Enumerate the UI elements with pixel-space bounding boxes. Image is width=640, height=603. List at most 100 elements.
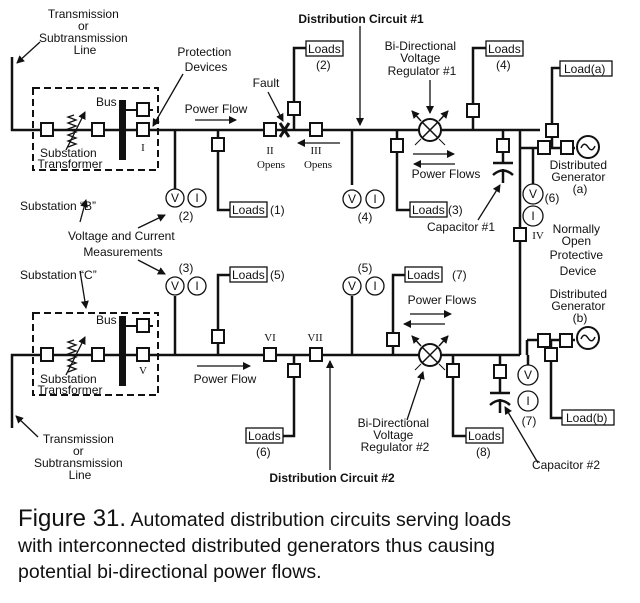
capacitor-2-label: Capacitor #2 <box>532 458 600 472</box>
loads-1-num: (1) <box>270 203 285 217</box>
fault-icon <box>278 122 291 138</box>
transmission-line-bottom-label: Transmission or Subtransmission Line <box>34 432 126 482</box>
device-VI-label: VI <box>264 332 276 344</box>
breaker-VII[interactable] <box>309 347 323 362</box>
bus-b <box>119 100 126 160</box>
breaker-b-xfmr[interactable] <box>91 122 105 137</box>
substation-b-label: Substation “B” <box>20 199 96 213</box>
switch-capacitor-2[interactable] <box>493 364 507 379</box>
loads-2-feeder <box>292 46 306 130</box>
transmission-line-c <box>10 353 520 428</box>
breaker-b-bus[interactable] <box>136 102 150 117</box>
figure-caption: Figure 31. Automated distribution circui… <box>18 506 628 586</box>
dg-b-label: Distributed Generator (b) <box>550 287 611 325</box>
loads-7-label: Loads <box>407 268 440 282</box>
loads-3-num: (3) <box>448 203 463 217</box>
opens-II-label: Opens <box>257 159 285 171</box>
breaker-II[interactable] <box>263 122 277 137</box>
loads-5-feeder <box>216 273 230 355</box>
fault-label: Fault <box>253 76 280 90</box>
normally-open-label: Normally Open Protective Device <box>550 222 607 278</box>
breaker-VI[interactable] <box>263 347 277 362</box>
loads-7-feeder <box>391 273 405 355</box>
device-VII-label: VII <box>307 332 323 344</box>
distribution-circuit-1-label: Distribution Circuit #1 <box>298 12 424 26</box>
switch-loads-3[interactable] <box>390 138 404 153</box>
loads-5-label: Loads <box>232 268 265 282</box>
loads-3-feeder <box>395 130 410 212</box>
breaker-b-in[interactable] <box>40 122 54 137</box>
loads-6-num: (6) <box>256 445 271 459</box>
capacitor-1-label: Capacitor #1 <box>427 220 495 234</box>
switch-loads-1[interactable] <box>211 137 225 152</box>
breaker-III[interactable] <box>309 122 323 137</box>
generator-b-icon[interactable] <box>576 326 600 350</box>
meter-4-v: V <box>348 192 356 206</box>
meter-3-i: I <box>195 279 198 293</box>
breaker-c-xfmr[interactable] <box>91 347 105 362</box>
meter-7-num: (7) <box>522 414 537 428</box>
switch-dg-b-2[interactable] <box>559 333 573 348</box>
switch-load-a[interactable] <box>545 123 559 138</box>
breaker-c-bus[interactable] <box>136 318 150 333</box>
breaker-c-in[interactable] <box>40 347 54 362</box>
loads-8-label: Loads <box>468 429 501 443</box>
figure-number: Figure 31. <box>18 505 127 532</box>
opens-III-label: Opens <box>304 159 332 171</box>
meter-3-v: V <box>171 279 179 293</box>
loads-6-feeder <box>282 355 296 438</box>
switch-loads-2[interactable] <box>287 101 301 116</box>
regulator-2-label: Bi-Directional Voltage Regulator #2 <box>358 416 433 454</box>
generator-a-icon[interactable] <box>576 135 600 159</box>
device-I-label: I <box>141 142 145 154</box>
meter-6-i: I <box>531 209 534 223</box>
breaker-I[interactable] <box>136 122 150 137</box>
loads-6-label: Loads <box>248 429 281 443</box>
switch-capacitor-1[interactable] <box>496 138 510 153</box>
switch-dg-b-1[interactable] <box>537 333 551 348</box>
substation-c-box <box>32 312 159 396</box>
meter-5-i: I <box>373 279 376 293</box>
switch-loads-5[interactable] <box>211 329 225 344</box>
voltage-regulator-2-icon <box>411 335 449 371</box>
switch-load-b[interactable] <box>544 347 558 362</box>
loads-5-num: (5) <box>270 268 285 282</box>
transformer-b-icon <box>66 114 78 148</box>
transformer-c-icon <box>66 339 78 373</box>
switch-loads-4[interactable] <box>466 103 480 118</box>
substation-b-box <box>32 87 159 171</box>
regulator-1-label: Bi-Directional Voltage Regulator #1 <box>385 39 460 78</box>
caption-line-3: potential bi-directional power flows. <box>18 561 322 583</box>
meter-4-num: (4) <box>358 210 373 224</box>
switch-loads-6[interactable] <box>287 363 301 378</box>
loads-2-label: Loads <box>308 42 341 56</box>
substation-transformer-b-label: Substation Transformer <box>38 146 103 171</box>
device-IV-label: IV <box>532 230 544 242</box>
meter-7-v: V <box>524 368 532 382</box>
load-a-feeder <box>550 66 560 148</box>
bus-b-label: Bus <box>96 95 117 109</box>
loads-1-label: Loads <box>232 203 265 217</box>
switch-dg-a-2[interactable] <box>560 140 574 155</box>
meter-5-num: (5) <box>358 261 373 275</box>
breaker-V[interactable] <box>136 347 150 362</box>
caption-line-2: with interconnected distributed generato… <box>18 535 495 557</box>
bus-c <box>119 316 126 386</box>
loads-4-feeder <box>471 46 486 130</box>
meter-4-i: I <box>373 192 376 206</box>
device-III-label: III <box>311 145 322 157</box>
device-V-label: V <box>139 365 147 377</box>
distribution-circuit-diagram: V I V I V I V I V I V I (2) (3) (4) (5) … <box>10 7 615 485</box>
capacitor-1-icon <box>492 161 514 183</box>
bus-c-label: Bus <box>96 313 117 327</box>
caption-line-1: Automated distribution circuits serving … <box>130 509 511 531</box>
substation-c-label: Substation “C” <box>20 268 97 282</box>
switch-loads-7[interactable] <box>386 332 400 347</box>
transmission-line-b <box>10 57 540 132</box>
loads-2-num: (2) <box>316 58 331 72</box>
switch-dg-a-1[interactable] <box>537 140 551 155</box>
voltage-regulator-1-icon <box>411 110 449 146</box>
switch-loads-8[interactable] <box>446 363 460 378</box>
breaker-IV[interactable] <box>513 227 527 242</box>
transmission-line-top-label: Transmission or Subtransmission Line <box>39 7 131 57</box>
